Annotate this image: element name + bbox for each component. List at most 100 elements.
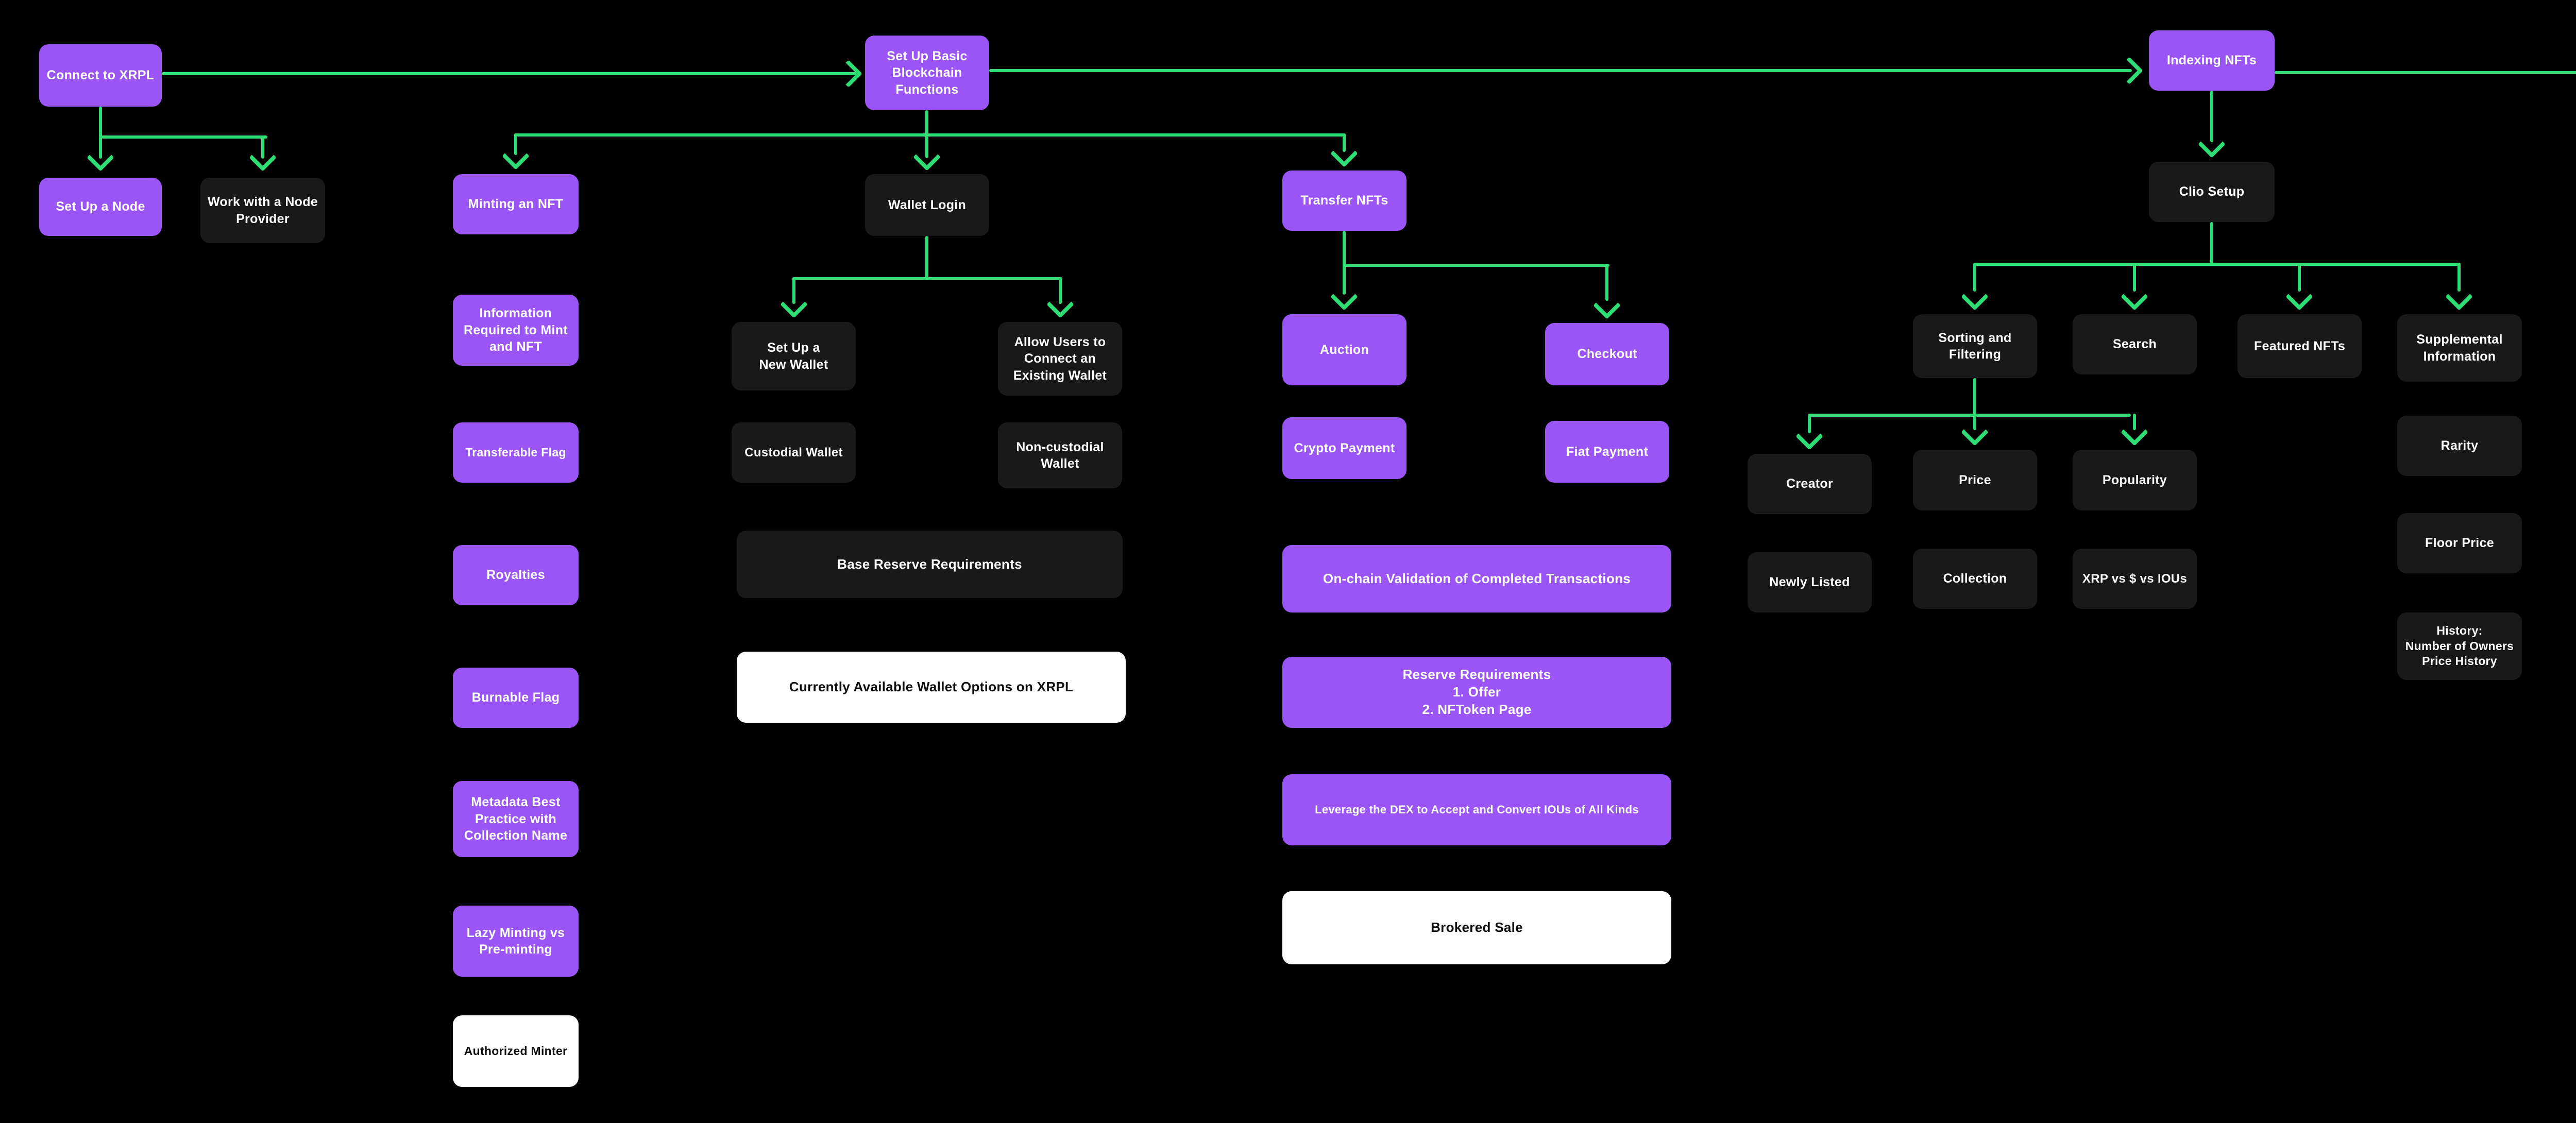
- node-indexing-nfts[interactable]: Indexing NFTs: [2149, 30, 2275, 91]
- node-transfer-nfts[interactable]: Transfer NFTs: [1282, 171, 1406, 231]
- connector-line: [1343, 133, 1346, 152]
- node-label: History: Number of Owners Price History: [2405, 623, 2514, 668]
- node-minting-an-nft[interactable]: Minting an NFT: [453, 174, 579, 234]
- node-label: Price: [1959, 472, 1991, 487]
- arrowhead-down-icon: [2198, 130, 2226, 158]
- node-fiat-payment[interactable]: Fiat Payment: [1545, 421, 1669, 483]
- node-set-up-a-node[interactable]: Set Up a Node: [39, 178, 162, 236]
- connector-line: [1973, 263, 2461, 266]
- node-search[interactable]: Search: [2073, 314, 2197, 375]
- node-supplemental-information[interactable]: Supplemental Information: [2397, 314, 2522, 382]
- arrowhead-down-icon: [913, 143, 941, 171]
- node-history[interactable]: History: Number of Owners Price History: [2397, 612, 2522, 680]
- node-label: Base Reserve Requirements: [837, 556, 1022, 572]
- node-label: Creator: [1786, 477, 1834, 491]
- node-label: Featured NFTs: [2253, 338, 2346, 353]
- connector-line: [925, 133, 928, 158]
- node-label: Brokered Sale: [1431, 920, 1523, 935]
- node-label: Set Up a New Wallet: [759, 341, 828, 372]
- node-checkout[interactable]: Checkout: [1545, 323, 1669, 385]
- arrowhead-down-icon: [1795, 422, 1823, 450]
- connector-line: [1059, 277, 1062, 304]
- node-label: Non-custodial Wallet: [1016, 439, 1104, 471]
- connector-line: [2133, 414, 2136, 430]
- node-label: Floor Price: [2425, 536, 2494, 551]
- node-label: Burnable Flag: [471, 690, 560, 705]
- node-burnable-flag[interactable]: Burnable Flag: [453, 668, 579, 728]
- node-creator[interactable]: Creator: [1748, 454, 1872, 514]
- node-label: Metadata Best Practice with Collection N…: [464, 795, 568, 843]
- node-label: Wallet Login: [888, 197, 967, 212]
- connector-line: [1343, 264, 1609, 267]
- arrowhead-right-icon: [835, 60, 862, 88]
- node-connect-to-xrpl[interactable]: Connect to XRPL: [39, 44, 162, 107]
- node-label: Search: [2112, 337, 2157, 352]
- node-label: Rarity: [2441, 438, 2479, 453]
- node-royalties[interactable]: Royalties: [453, 545, 579, 605]
- connector-line: [99, 135, 267, 139]
- node-newly-listed[interactable]: Newly Listed: [1748, 552, 1872, 612]
- connector-line: [1973, 263, 1976, 292]
- node-currently-available-wallet-options[interactable]: Currently Available Wallet Options on XR…: [737, 652, 1126, 723]
- node-label: Connect to XRPL: [46, 68, 155, 83]
- node-transferable-flag[interactable]: Transferable Flag: [453, 422, 579, 483]
- node-label: Minting an NFT: [468, 197, 564, 212]
- connector-line: [2210, 222, 2213, 266]
- node-base-reserve-requirements[interactable]: Base Reserve Requirements: [737, 531, 1123, 598]
- node-floor-price[interactable]: Floor Price: [2397, 513, 2522, 573]
- node-label: On-chain Validation of Completed Transac…: [1323, 570, 1631, 586]
- connector-line: [2133, 263, 2136, 292]
- node-collection[interactable]: Collection: [1913, 549, 2037, 609]
- connector-line: [792, 277, 795, 304]
- node-rarity[interactable]: Rarity: [2397, 416, 2522, 476]
- arrowhead-down-icon: [1046, 291, 1074, 318]
- connector-line: [2275, 71, 2576, 74]
- node-label: Popularity: [2102, 472, 2167, 487]
- node-set-up-a-new-wallet[interactable]: Set Up a New Wallet: [732, 322, 856, 390]
- node-featured-nfts[interactable]: Featured NFTs: [2238, 314, 2362, 378]
- arrowhead-down-icon: [2445, 283, 2473, 311]
- connector-line: [925, 110, 928, 137]
- node-label: Leverage the DEX to Accept and Convert I…: [1315, 803, 1639, 816]
- node-work-with-a-node-provider[interactable]: Work with a Node Provider: [200, 178, 325, 243]
- node-crypto-payment[interactable]: Crypto Payment: [1282, 417, 1406, 479]
- node-onchain-validation[interactable]: On-chain Validation of Completed Transac…: [1282, 545, 1671, 612]
- node-xrp-vs-usd-vs-ious[interactable]: XRP vs $ vs IOUs: [2073, 549, 2197, 609]
- node-price[interactable]: Price: [1913, 450, 2037, 511]
- node-lazy-minting-vs-pre-minting[interactable]: Lazy Minting vs Pre-minting: [453, 906, 579, 977]
- node-label: Authorized Minter: [464, 1044, 568, 1058]
- node-leverage-dex[interactable]: Leverage the DEX to Accept and Convert I…: [1282, 774, 1671, 845]
- arrowhead-down-icon: [1961, 283, 1989, 311]
- node-label: Lazy Minting vs Pre-minting: [466, 925, 565, 957]
- arrowhead-down-icon: [2285, 283, 2313, 311]
- arrowhead-down-icon: [1330, 283, 1358, 311]
- node-authorized-minter[interactable]: Authorized Minter: [453, 1015, 579, 1087]
- node-brokered-sale[interactable]: Brokered Sale: [1282, 891, 1671, 964]
- node-non-custodial-wallet[interactable]: Non-custodial Wallet: [998, 422, 1122, 488]
- node-information-required-to-mint[interactable]: Information Required to Mint and NFT: [453, 295, 579, 366]
- arrowhead-down-icon: [249, 144, 277, 172]
- node-custodial-wallet[interactable]: Custodial Wallet: [732, 422, 856, 483]
- node-label: Collection: [1943, 571, 2007, 586]
- connector-line: [1973, 414, 1976, 430]
- node-popularity[interactable]: Popularity: [2073, 450, 2197, 511]
- node-auction[interactable]: Auction: [1282, 314, 1406, 385]
- connector-line: [989, 69, 2132, 72]
- node-allow-users-connect-existing-wallet[interactable]: Allow Users to Connect an Existing Walle…: [998, 322, 1122, 396]
- connector-line: [1605, 264, 1608, 301]
- node-clio-setup[interactable]: Clio Setup: [2149, 162, 2275, 222]
- node-set-up-basic-blockchain-functions[interactable]: Set Up Basic Blockchain Functions: [865, 36, 989, 110]
- connector-line: [2210, 91, 2213, 142]
- connector-line: [2458, 263, 2461, 292]
- connector-line: [1808, 414, 2131, 417]
- node-label: Indexing NFTs: [2166, 53, 2257, 68]
- node-sorting-and-filtering[interactable]: Sorting and Filtering: [1913, 314, 2037, 378]
- node-metadata-best-practice[interactable]: Metadata Best Practice with Collection N…: [453, 781, 579, 857]
- arrowhead-down-icon: [2121, 418, 2148, 446]
- connector-line: [1343, 264, 1346, 295]
- node-wallet-login[interactable]: Wallet Login: [865, 174, 989, 236]
- node-label: Reserve Requirements 1. Offer 2. NFToken…: [1402, 667, 1551, 717]
- node-reserve-requirements[interactable]: Reserve Requirements 1. Offer 2. NFToken…: [1282, 657, 1671, 728]
- node-label: Transferable Flag: [465, 445, 566, 459]
- node-label: Work with a Node Provider: [207, 195, 318, 226]
